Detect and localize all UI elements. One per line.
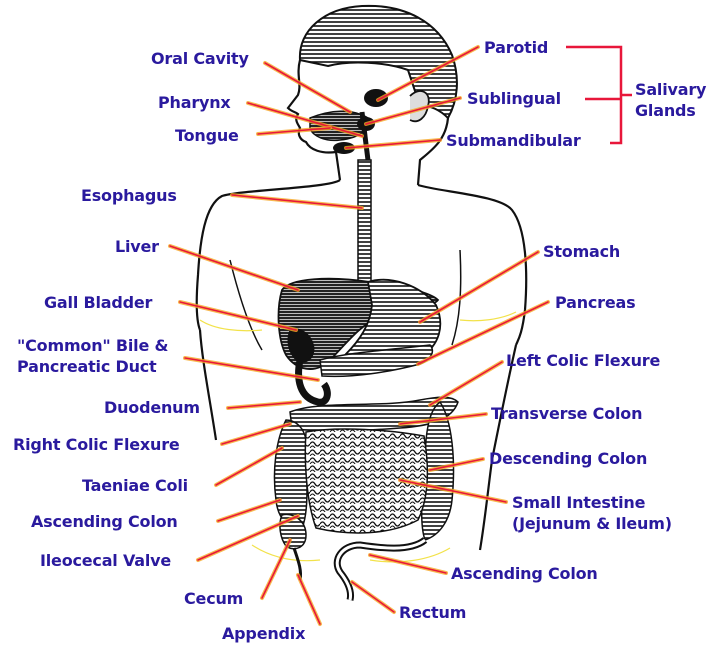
label-common-bile-line2: Pancreatic Duct xyxy=(17,356,168,377)
label-esophagus: Esophagus xyxy=(81,186,177,205)
leader-left-colic xyxy=(430,362,502,405)
label-cecum: Cecum xyxy=(184,589,243,608)
leader-esophagus xyxy=(232,195,362,208)
label-descending-colon: Descending Colon xyxy=(489,449,647,468)
label-small-intestine: Small Intestine (Jejunum & Ileum) xyxy=(512,492,672,534)
label-appendix: Appendix xyxy=(222,624,305,643)
leader-taeniae-coli xyxy=(216,448,282,485)
label-ascending-colon-right: Ascending Colon xyxy=(451,564,598,583)
leader-submandibular xyxy=(346,140,440,148)
leader-rectum xyxy=(352,582,394,612)
label-pharynx: Pharynx xyxy=(158,93,231,112)
label-salivary-line2: Glands xyxy=(635,100,706,121)
label-pancreas: Pancreas xyxy=(555,293,635,312)
label-transverse-colon: Transverse Colon xyxy=(491,404,642,423)
label-ascending-colon-left: Ascending Colon xyxy=(31,512,178,531)
label-salivary-line1: Salivary xyxy=(635,79,706,100)
label-submandibular: Submandibular xyxy=(446,131,581,150)
label-oral-cavity: Oral Cavity xyxy=(151,49,249,68)
salivary-bracket xyxy=(566,47,632,143)
leader-duodenum xyxy=(228,402,300,408)
label-left-colic-flexure: Left Colic Flexure xyxy=(506,351,660,370)
esophagus-tube xyxy=(358,160,371,290)
leader-oral-cavity xyxy=(265,63,350,112)
label-duodenum: Duodenum xyxy=(104,398,200,417)
leader-liver xyxy=(170,246,298,290)
label-stomach: Stomach xyxy=(543,242,620,261)
label-rectum: Rectum xyxy=(399,603,466,622)
label-ileocecal-valve: Ileocecal Valve xyxy=(40,551,171,570)
neck-back xyxy=(418,118,448,185)
leader-ascending-left xyxy=(218,500,280,521)
label-small-intestine-line2: (Jejunum & Ileum) xyxy=(512,513,672,534)
label-right-colic-flexure: Right Colic Flexure xyxy=(13,435,180,454)
label-tongue: Tongue xyxy=(175,126,239,145)
neck-front xyxy=(336,152,340,180)
leader-ascending-right xyxy=(370,555,446,573)
label-salivary-glands: Salivary Glands xyxy=(635,79,706,121)
leader-appendix xyxy=(298,575,320,624)
label-sublingual: Sublingual xyxy=(467,89,561,108)
head-outline xyxy=(288,6,457,185)
ascending-colon-shape xyxy=(274,420,307,528)
label-common-bile-duct: "Common" Bile & Pancreatic Duct xyxy=(17,335,168,377)
label-small-intestine-line1: Small Intestine xyxy=(512,492,672,513)
label-taeniae-coli: Taeniae Coli xyxy=(82,476,188,495)
label-liver: Liver xyxy=(115,237,159,256)
leader-cecum xyxy=(262,540,290,598)
label-gall-bladder: Gall Bladder xyxy=(44,293,152,312)
leader-stomach xyxy=(420,252,538,322)
label-parotid: Parotid xyxy=(484,38,548,57)
label-common-bile-line1: "Common" Bile & xyxy=(17,335,168,356)
